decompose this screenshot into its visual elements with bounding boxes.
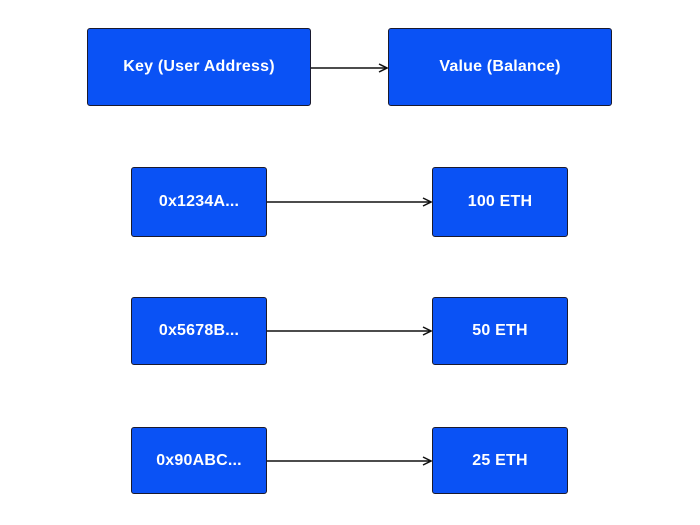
- key-header-node: Key (User Address): [87, 28, 311, 106]
- key-label-3: 0x90ABC...: [156, 451, 242, 469]
- value-header-node: Value (Balance): [388, 28, 612, 106]
- key-header-label: Key (User Address): [123, 58, 275, 75]
- key-label-2: 0x5678B...: [158, 322, 240, 339]
- key-label-1: 0x1234A...: [158, 193, 240, 210]
- value-label-1: 100 ETH: [467, 193, 533, 210]
- value-header-label: Value (Balance): [439, 58, 561, 75]
- key-node-3: 0x90ABC...: [131, 427, 267, 494]
- value-node-1: 100 ETH: [432, 167, 568, 237]
- value-label-2: 50 ETH: [472, 322, 528, 339]
- value-node-3: 25 ETH: [432, 427, 568, 494]
- key-node-1: 0x1234A...: [131, 167, 267, 237]
- key-node-2: 0x5678B...: [131, 297, 267, 365]
- value-node-2: 50 ETH: [432, 297, 568, 365]
- value-label-3: 25 ETH: [472, 451, 528, 469]
